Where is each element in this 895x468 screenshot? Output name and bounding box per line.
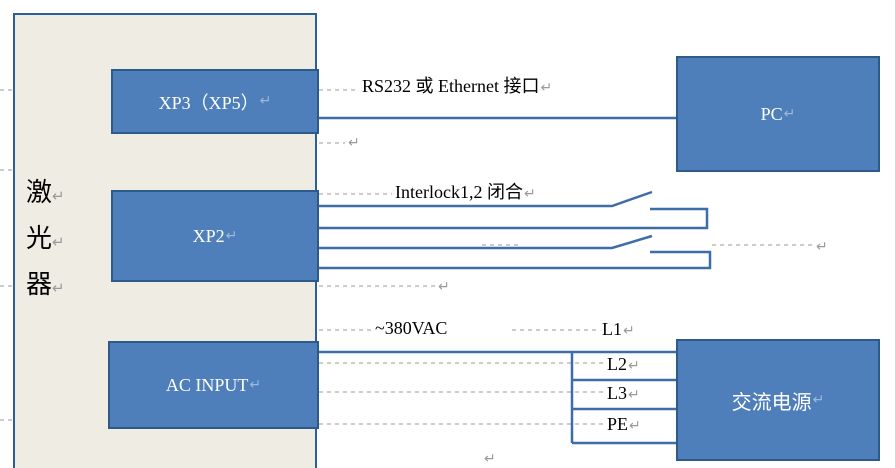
power-supply-block: 交流电源↵ [676, 339, 880, 461]
return-mark: ↵ [628, 359, 640, 374]
laser-char-1: 激 [26, 178, 53, 208]
ac-input-block: AC INPUT↵ [108, 341, 319, 429]
pe-label: PE↵ [605, 415, 643, 434]
return-mark: ↵ [812, 392, 825, 408]
interlock-wire-1 [319, 190, 653, 208]
laser-char-3: 器 [26, 270, 53, 300]
l3-label: L3↵ [605, 384, 642, 403]
pe-text: PE [607, 414, 629, 434]
l1-text: L1 [602, 319, 622, 339]
l2-label: L2↵ [605, 355, 642, 374]
laser-label: 激↵ 光↵ 器↵ [26, 172, 65, 310]
rs232-label: RS232 或 Ethernet 接口↵ [360, 76, 555, 96]
interlock-loop-2 [319, 250, 712, 270]
laser-char-2: 光 [26, 224, 53, 254]
power-supply-label: 交流电源 [731, 389, 812, 414]
return-mark: ↵ [523, 187, 536, 202]
xp3-block: XP3（XP5）↵ [111, 69, 319, 134]
l3-text: L3 [607, 383, 627, 403]
return-mark: ↵ [629, 419, 641, 434]
return-mark: ↵ [628, 388, 640, 403]
return-mark: ↵ [438, 280, 450, 295]
return-mark: ↵ [52, 233, 65, 251]
voltage-label: ~380VAC [373, 318, 450, 338]
interlock-label: Interlock1,2 闭合↵ [393, 183, 538, 202]
return-mark: ↵ [225, 228, 238, 244]
return-mark: ↵ [484, 452, 496, 467]
xp2-block: XP2↵ [111, 190, 319, 282]
return-mark: ↵ [783, 106, 796, 122]
xp2-label: XP2 [192, 225, 225, 246]
solid-wires [319, 116, 712, 445]
l1-label: L1↵ [600, 320, 637, 339]
interlock-loop-1 [319, 207, 709, 230]
return-mark: ↵ [52, 279, 65, 297]
return-mark-xp2: ↵ [437, 276, 450, 295]
l2-text: L2 [607, 354, 627, 374]
return-mark-bottom: ↵ [483, 448, 496, 467]
return-mark: ↵ [816, 240, 828, 255]
rs232-text: RS232 或 Ethernet 接口 [362, 76, 540, 96]
dashed-guides [0, 89, 812, 425]
pc-block: PC↵ [676, 56, 880, 172]
voltage-text: ~380VAC [375, 318, 448, 338]
pc-label: PC [760, 103, 783, 124]
return-mark: ↵ [348, 136, 360, 151]
return-mark-rs232: ↵ [347, 132, 360, 151]
return-mark: ↵ [259, 94, 272, 109]
return-mark-interlock: ↵ [815, 236, 828, 255]
return-mark: ↵ [623, 324, 635, 339]
xp3-label: XP3（XP5） [158, 92, 259, 113]
interlock-text: Interlock1,2 闭合 [395, 182, 523, 202]
return-mark: ↵ [52, 187, 65, 205]
return-mark: ↵ [540, 81, 553, 96]
return-mark: ↵ [249, 377, 262, 393]
interlock-wire-2 [319, 234, 653, 250]
ac-input-label: AC INPUT [165, 374, 249, 395]
